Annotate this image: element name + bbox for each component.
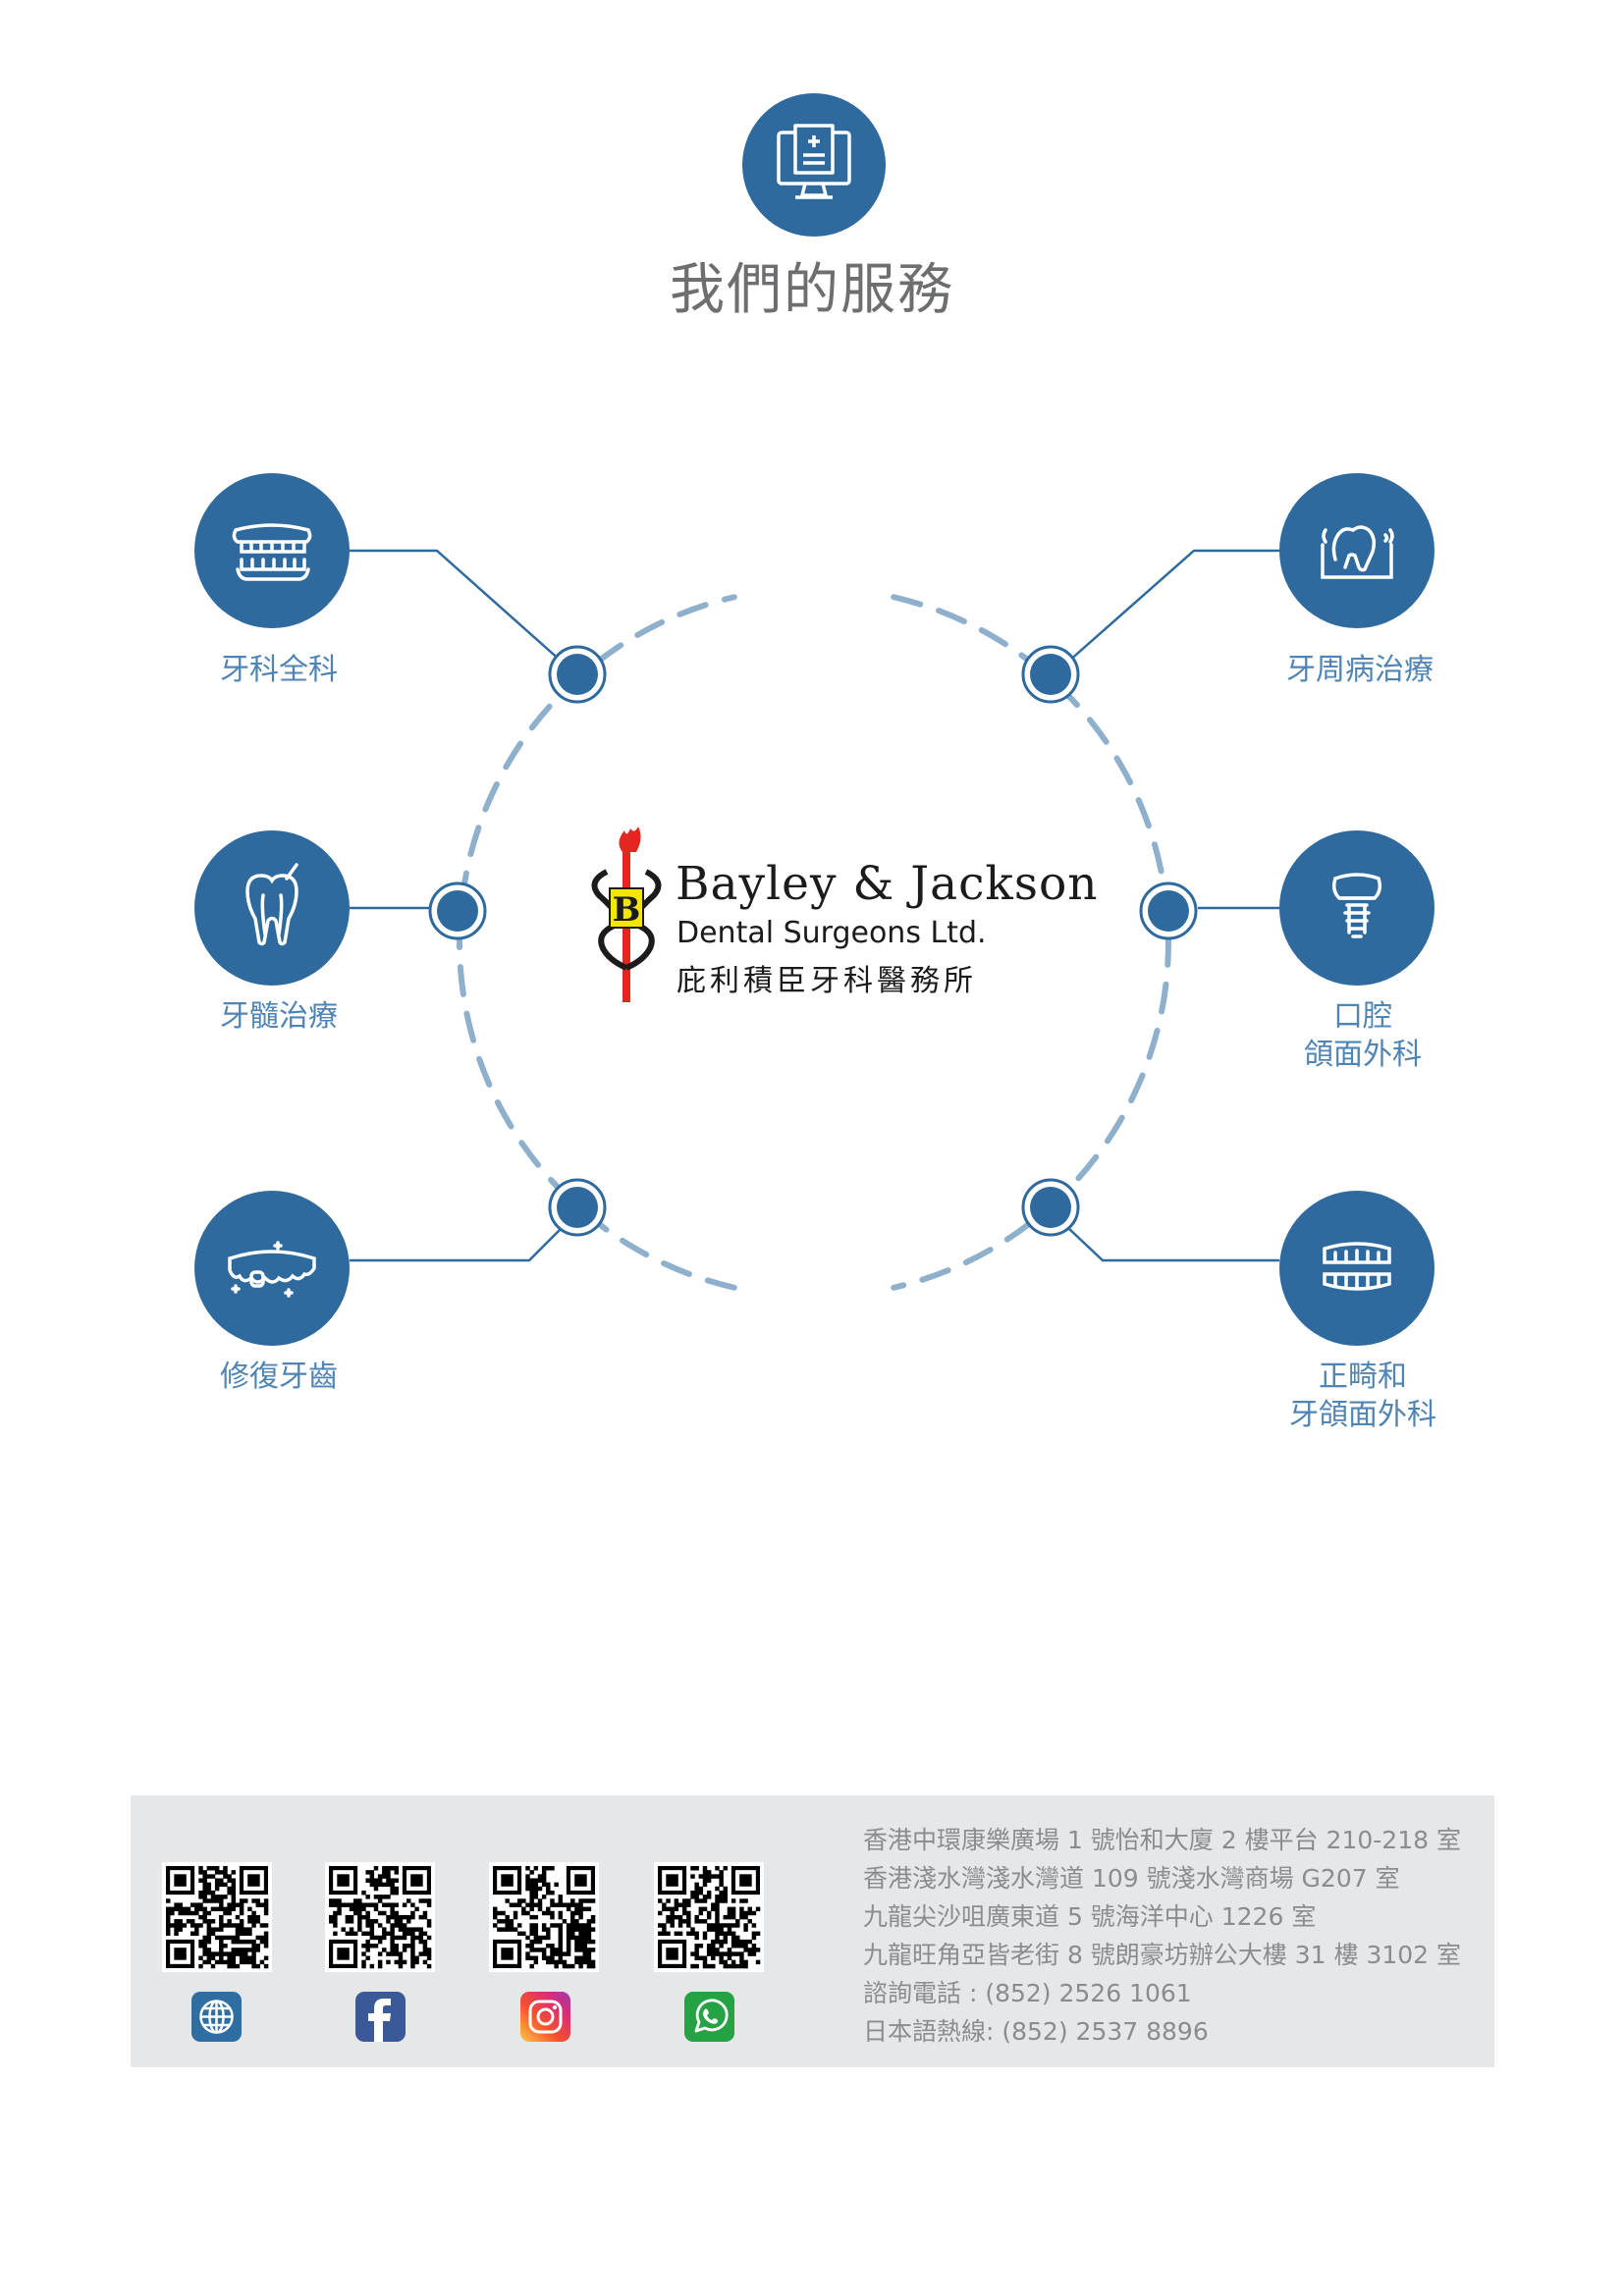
website-qr-code [162,1862,272,1972]
whatsapp-qr-code [654,1862,764,1972]
service-label-periodontics: 牙周病治療 [1213,651,1507,689]
label-line: 正畸和 [1319,1360,1407,1394]
service-label-restorative: 修復牙齒 [132,1358,426,1396]
dental-implant-icon [1279,830,1435,986]
restored-teeth-icon [194,1191,350,1346]
whatsapp-icon[interactable] [684,1992,734,2042]
connector-lines [350,549,1279,1262]
label-line: 頜面外科 [1304,1038,1422,1072]
globe-icon[interactable] [191,1992,242,2042]
label-line: 牙髓治療 [220,999,338,1034]
ring-node [1139,881,1198,940]
service-label-orthodontics: 正畸和牙頜面外科 [1216,1358,1510,1434]
monitor-medical-icon [742,93,886,237]
address-tsim-sha-tsui: 九龍尖沙咀廣東道 5 號海洋中心 1226 室 [863,1902,1317,1931]
facebook-icon[interactable] [355,1992,406,2042]
address-repulse-bay: 香港淺水灣淺水灣道 109 號淺水灣商場 G207 室 [863,1864,1400,1893]
ring-node [1021,645,1080,704]
address-mong-kok: 九龍旺角亞皆老街 8 號朗豪坊辦公大樓 31 樓 3102 室 [863,1941,1462,1969]
facebook-qr-code [325,1862,435,1972]
label-line: 牙科全科 [220,653,338,687]
service-label-endodontics: 牙髓治療 [132,997,426,1036]
address-central: 香港中環康樂廣場 1 號怡和大廈 2 樓平台 210-218 室 [863,1826,1461,1854]
dentures-icon [194,473,350,628]
logo-name: Bayley & Jackson [676,857,1099,911]
label-line: 牙周病治療 [1286,653,1434,687]
label-line: 牙頜面外科 [1289,1398,1436,1432]
svg-text:B: B [613,890,641,930]
logo-subtitle: Dental Surgeons Ltd. [677,916,987,950]
ring-node [548,1178,607,1237]
logo-chinese-name: 庇利積臣牙科醫務所 [677,964,977,998]
root-canal-tooth-icon [194,830,350,986]
aligner-icon [1279,1191,1435,1346]
page-title: 我們的服務 [670,258,954,322]
ring-node [1021,1178,1080,1237]
label-line: 口腔 [1333,999,1392,1034]
instagram-qr-code [489,1862,599,1972]
japanese-hotline[interactable]: 日本語熱線: (852) 2537 8896 [863,2017,1209,2046]
service-label-oral-maxillofacial: 口腔頜面外科 [1216,997,1510,1074]
ring-node [548,645,607,704]
gum-tooth-icon [1279,473,1435,628]
service-label-general-dentistry: 牙科全科 [132,651,426,689]
label-line: 修復牙齒 [220,1360,338,1394]
enquiry-phone[interactable]: 諮詢電話 : (852) 2526 1061 [863,1979,1192,2007]
instagram-icon[interactable] [520,1992,570,2042]
contact-info: 香港中環康樂廣場 1 號怡和大廈 2 樓平台 210-218 室 香港淺水灣淺水… [863,1821,1461,2051]
logo-caduceus-icon: B [591,827,662,1002]
ring-node [428,881,487,940]
